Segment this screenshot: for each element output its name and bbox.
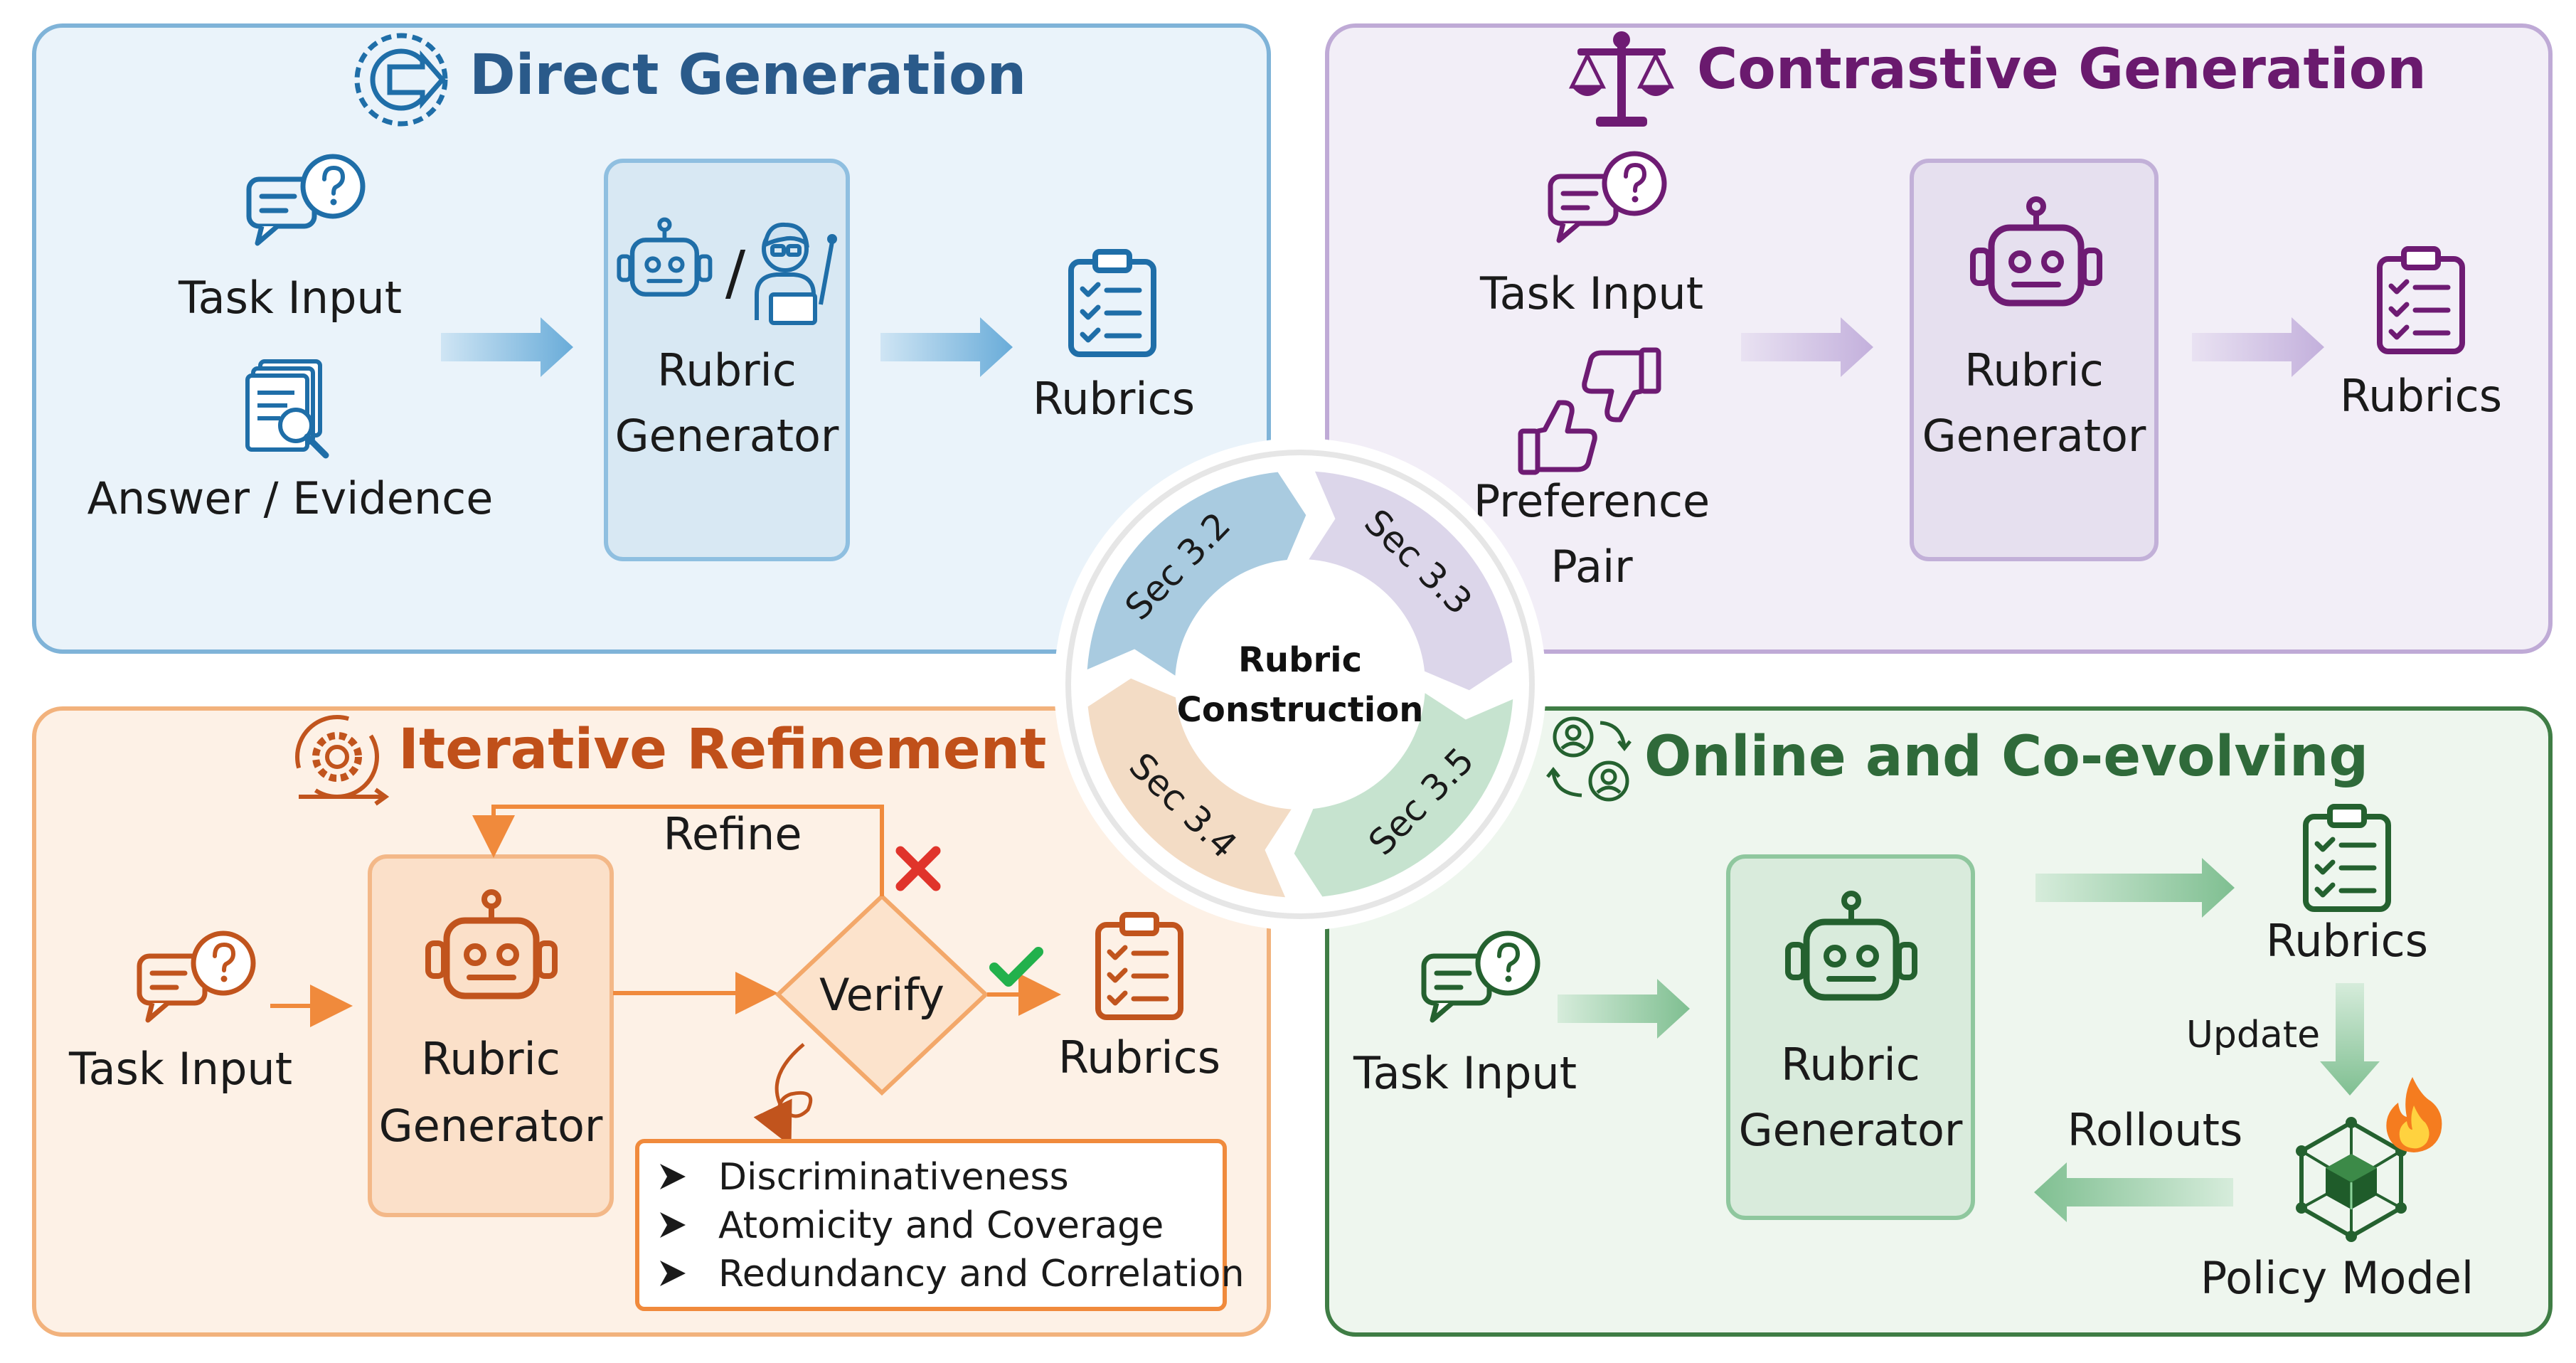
cross-icon [895, 846, 941, 891]
contrastive-input-arrow [1741, 317, 1873, 377]
criteria-box [635, 1139, 1227, 1311]
update-arrow [2320, 983, 2380, 1096]
contrastive-generation-title: Contrastive Generation [1697, 38, 2427, 102]
criteria-list: Discriminativeness Atomicity and Coverag… [660, 1156, 1245, 1295]
preference-label-line2: Pair [1550, 541, 1633, 593]
preference-label-line1: Preference [1474, 475, 1710, 527]
iterative-generator-label-line1: Rubric [421, 1033, 560, 1085]
cycle-segment [1294, 693, 1513, 897]
direct-rubric-generator-box [604, 159, 850, 561]
iterative-task-input-label: Task Input [68, 1043, 292, 1095]
criteria-link-arrow [753, 1043, 813, 1147]
online-input-arrow [1558, 979, 1690, 1039]
policy-model-icon [2296, 1117, 2407, 1242]
thumbs-up-icon [1518, 400, 1597, 475]
contrastive-generator-label-line1: Rubric [1964, 344, 2104, 396]
online-task-input-label: Task Input [1353, 1047, 1577, 1099]
panel-contrastive-generation: Contrastive Generation Task Input Prefer… [1325, 23, 2553, 654]
gear-arrow-icon [354, 33, 448, 127]
arrowhead-bullet-icon [660, 1212, 686, 1238]
check-icon [989, 947, 1043, 987]
arrowhead-bullet-icon [660, 1164, 686, 1189]
balance-scale-icon [1568, 31, 1675, 127]
direct-output-arrow [880, 317, 1013, 377]
refine-label: Refine [664, 808, 802, 860]
contrastive-generator-label-line2: Generator [1922, 410, 2146, 462]
verify-diamond [775, 893, 989, 1096]
online-rubrics-label: Rubrics [2266, 915, 2428, 967]
panel-iterative-refinement: Iterative Refinement Task Input Rubric G… [32, 706, 1271, 1337]
criteria-item-label: Atomicity and Coverage [718, 1204, 1164, 1247]
center-label-line2: Construction [1177, 690, 1424, 730]
rollouts-arrow [2034, 1162, 2233, 1222]
direct-generator-label-line1: Rubric [657, 344, 797, 396]
cycle-segment [1309, 471, 1513, 691]
criteria-item: Redundancy and Correlation [660, 1253, 1245, 1295]
panel-direct-generation: Direct Generation Task Input Answer / Ev… [32, 23, 1271, 654]
policy-model-label: Policy Model [2200, 1252, 2474, 1304]
iterative-refinement-title: Iterative Refinement [398, 718, 1046, 782]
contrastive-output-arrow [2192, 317, 2324, 377]
verify-label: Verify [819, 969, 944, 1021]
panel-online-co-evolving: Online and Co-evolving Task Input Rubric… [1325, 706, 2553, 1337]
contrastive-task-input-label: Task Input [1479, 267, 1703, 319]
cycle-segment [1087, 472, 1306, 676]
fire-icon [2386, 1077, 2442, 1152]
document-search-icon [245, 359, 329, 459]
direct-input-arrow [441, 317, 573, 377]
criteria-item-label: Redundancy and Correlation [718, 1253, 1245, 1295]
refine-loop-arrow [472, 805, 884, 896]
answer-evidence-label: Answer / Evidence [87, 472, 494, 524]
online-generator-label-line1: Rubric [1781, 1039, 1920, 1091]
arrowhead-bullet-icon [660, 1261, 686, 1286]
cycle-segment [1087, 678, 1292, 898]
criteria-item: Atomicity and Coverage [660, 1204, 1164, 1247]
teacher-icon [755, 222, 837, 325]
iterative-generator-label-line2: Generator [379, 1100, 603, 1152]
direct-task-input-label: Task Input [178, 272, 402, 324]
center-label-line1: Rubric [1238, 640, 1362, 680]
direct-generation-title: Direct Generation [469, 43, 1026, 107]
thumbs-down-icon [1582, 347, 1661, 423]
slash-separator: / [725, 238, 746, 307]
direct-rubrics-label: Rubrics [1033, 373, 1195, 425]
criteria-item: Discriminativeness [660, 1156, 1069, 1199]
criteria-item-label: Discriminativeness [718, 1156, 1069, 1199]
direct-generator-label-line2: Generator [615, 410, 839, 462]
iterative-rubrics-label: Rubrics [1058, 1031, 1220, 1083]
rollouts-label: Rollouts [2067, 1104, 2243, 1156]
people-cycle-icon [1546, 716, 1632, 802]
online-generator-label-line2: Generator [1739, 1104, 1963, 1156]
online-output-arrow [2035, 858, 2235, 918]
update-label: Update [2186, 1014, 2320, 1056]
online-co-evolving-title: Online and Co-evolving [1644, 725, 2368, 789]
contrastive-rubrics-label: Rubrics [2340, 370, 2502, 422]
gear-cycle-icon [295, 715, 390, 806]
